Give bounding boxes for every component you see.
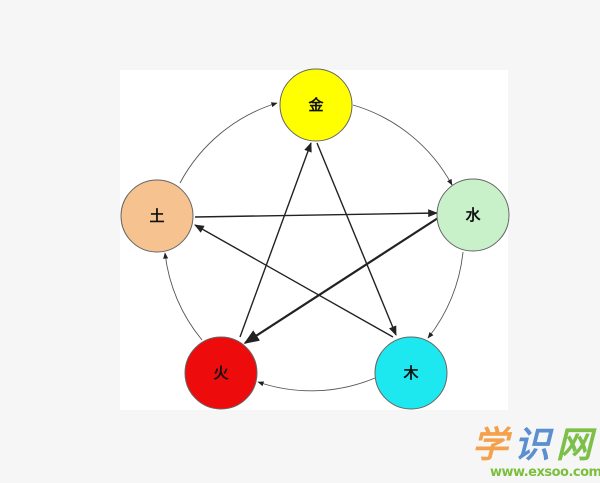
generating-arrow bbox=[179, 102, 278, 184]
element-circle bbox=[184, 336, 258, 410]
watermark-char: 识 bbox=[514, 425, 551, 466]
overcoming-arrow bbox=[316, 142, 397, 336]
element-circle bbox=[436, 178, 510, 252]
element-circle bbox=[374, 336, 448, 410]
overcoming-arrow bbox=[239, 142, 312, 338]
element-label: 土 bbox=[149, 207, 164, 225]
generating-arrow bbox=[257, 377, 376, 392]
element-node-water: 水 bbox=[436, 178, 510, 252]
overcoming-arrow bbox=[243, 217, 439, 344]
element-node-metal: 金 bbox=[279, 68, 353, 142]
element-node-wood: 木 bbox=[374, 336, 448, 410]
generating-arrow bbox=[352, 104, 453, 186]
element-node-fire: 火 bbox=[184, 336, 258, 410]
watermark-char: 网 bbox=[556, 425, 593, 466]
watermark-url: www.exsoo.com bbox=[490, 465, 600, 480]
generating-arrow bbox=[163, 252, 203, 341]
watermark-logo: 学 识 网 www.exsoo.com bbox=[472, 415, 600, 483]
watermark-char: 学 bbox=[472, 425, 509, 466]
element-label: 木 bbox=[402, 364, 419, 382]
element-label: 水 bbox=[465, 206, 481, 224]
element-circle bbox=[279, 68, 353, 142]
element-circle bbox=[120, 179, 194, 253]
element-label: 金 bbox=[307, 96, 324, 114]
generating-arrow bbox=[427, 251, 464, 339]
overcoming-arrow bbox=[194, 224, 394, 338]
element-node-earth: 土 bbox=[120, 179, 194, 253]
overcoming-arrow bbox=[194, 209, 438, 218]
element-label: 火 bbox=[213, 364, 229, 382]
